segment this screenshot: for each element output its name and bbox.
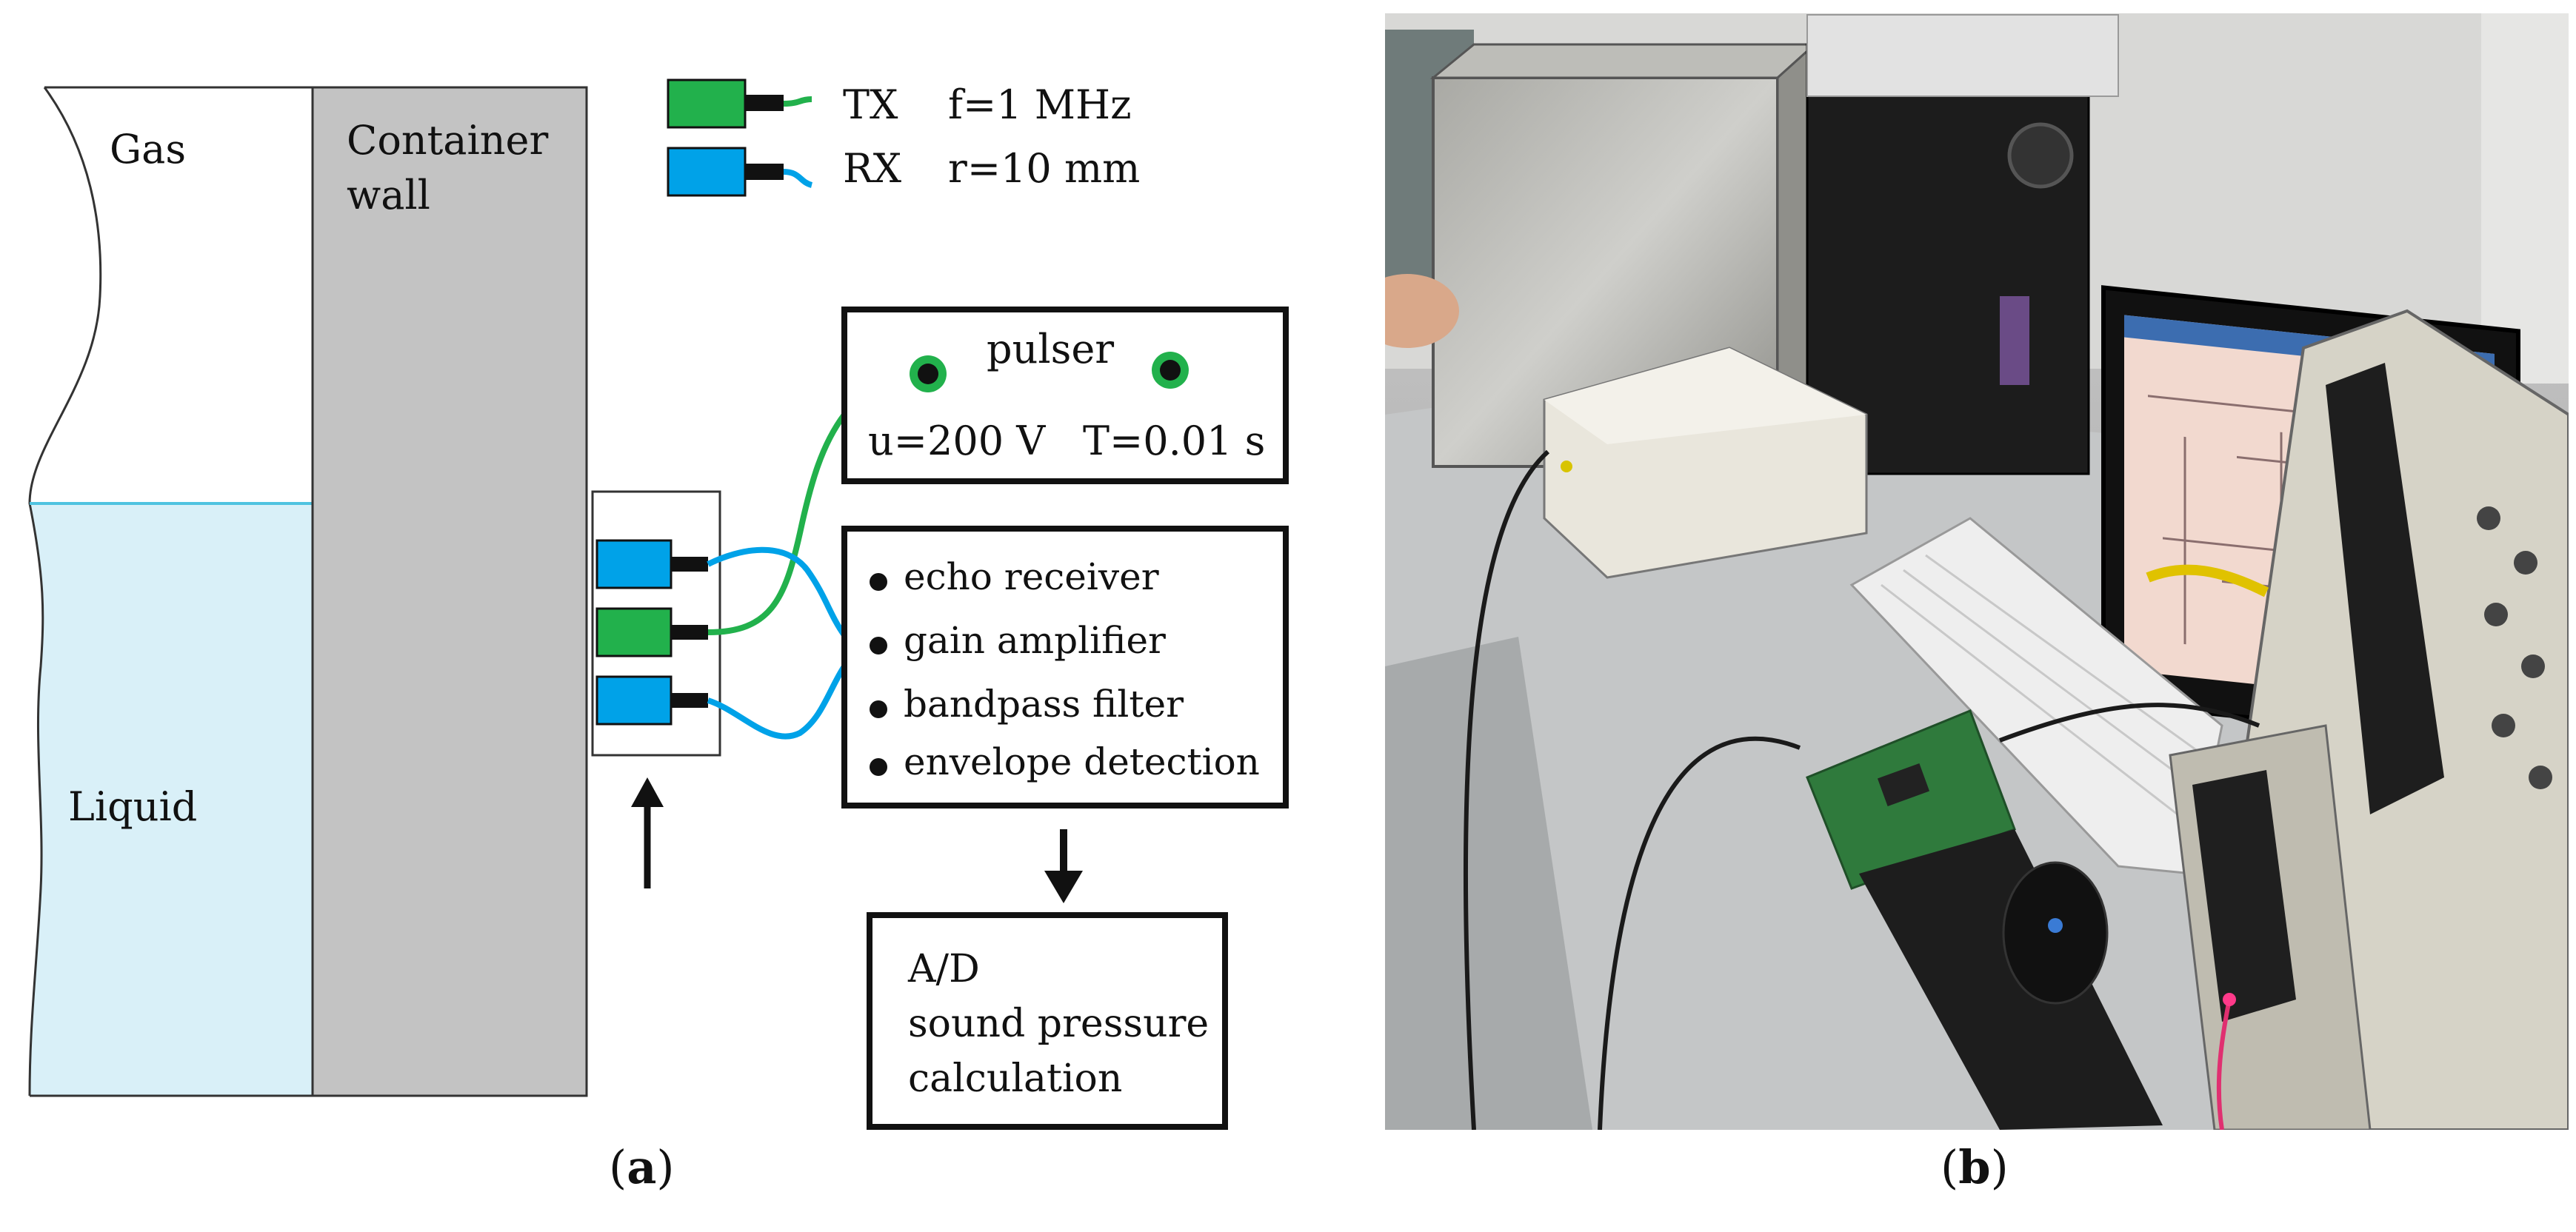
panel-a-schematic: Gas Liquid Container wall TX f=1 MHz RX … xyxy=(28,78,1289,1130)
liquid-region xyxy=(30,503,313,1096)
rx-transducer-bottom xyxy=(595,675,673,726)
rx-label: RX xyxy=(843,145,902,192)
bullet-icon xyxy=(870,637,887,654)
rx-transducer-icon xyxy=(667,147,747,197)
output-ad: A/D xyxy=(907,947,980,991)
processing-box xyxy=(841,526,1289,808)
output-box xyxy=(867,912,1228,1130)
caption-a: (a) xyxy=(609,1140,675,1194)
liquid-label: Liquid xyxy=(68,783,197,830)
tx-cable xyxy=(707,412,847,635)
wall-label-line1: Container xyxy=(347,117,549,164)
pulser-voltage: u=200 V xyxy=(868,418,1046,464)
gas-label: Gas xyxy=(110,126,186,173)
tx-label: TX xyxy=(843,81,898,128)
bullet-icon xyxy=(870,758,887,776)
processing-step-list: echo receiver gain amplifier bandpass fi… xyxy=(870,555,1260,783)
output-calculation: calculation xyxy=(908,1057,1122,1101)
rx-cable-bottom xyxy=(707,664,847,740)
tx-transducer xyxy=(595,607,673,657)
step-gain-amplifier: gain amplifier xyxy=(904,619,1166,662)
output-sound-pressure: sound pressure xyxy=(908,1002,1209,1046)
bullet-icon xyxy=(870,573,887,591)
panel-b-lab-photo xyxy=(1385,13,2569,1130)
caption-b-letter: b xyxy=(1958,1140,1991,1194)
container-wall xyxy=(311,86,588,1097)
tx-frequency: f=1 MHz xyxy=(948,81,1132,128)
rx-radius: r=10 mm xyxy=(948,145,1140,192)
rx-transducer-top xyxy=(595,539,673,589)
bullet-icon xyxy=(870,700,887,718)
step-echo-receiver: echo receiver xyxy=(904,555,1159,598)
step-envelope-detection: envelope detection xyxy=(904,740,1260,783)
container-boundary xyxy=(28,87,102,1097)
rx-cable-top xyxy=(707,546,847,637)
wall-label-line2: wall xyxy=(347,172,430,218)
legend-rx: RX r=10 mm xyxy=(667,145,1140,197)
pulser-period: T=0.01 s xyxy=(1083,418,1265,464)
pulser-title: pulser xyxy=(987,326,1114,372)
step-bandpass-filter: bandpass filter xyxy=(904,683,1184,726)
up-arrow-icon xyxy=(631,777,664,888)
legend-tx: TX f=1 MHz xyxy=(667,78,1132,129)
pulser-terminal-icon xyxy=(1152,352,1189,389)
tx-transducer-icon xyxy=(667,78,747,129)
pulser-box xyxy=(841,307,1289,484)
caption-b: (b) xyxy=(1941,1140,2009,1194)
pc-tower xyxy=(1806,43,2090,475)
pulser-terminal-icon xyxy=(910,355,947,392)
down-arrow-icon xyxy=(1044,829,1083,903)
caption-a-letter: a xyxy=(627,1140,657,1194)
